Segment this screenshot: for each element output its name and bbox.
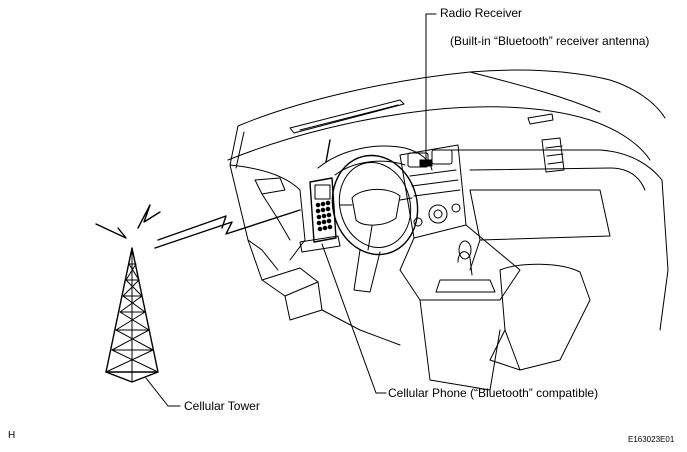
- radio-receiver-icon: [419, 159, 433, 167]
- corner-letter: H: [8, 430, 16, 441]
- cellular-tower-label: Cellular Tower: [184, 399, 260, 413]
- cellular-tower-leader: [145, 377, 181, 407]
- figure-code: E163023E01: [628, 435, 675, 444]
- steering-wheel-icon: [331, 154, 419, 293]
- cellular-phone-label: Cellular Phone (“Bluetooth” compatible): [388, 386, 599, 400]
- radio-receiver-note: (Built-in “Bluetooth” receiver antenna): [450, 34, 650, 48]
- dashboard-icon: [227, 69, 669, 391]
- radio-receiver-label: Radio Receiver: [440, 6, 523, 20]
- cellular-phone-leader: [321, 243, 387, 394]
- radio-receiver-leader: [425, 13, 437, 161]
- cellular-tower-icon: [105, 247, 159, 383]
- signal-bolt-icon: [95, 204, 301, 249]
- cellular-phone-icon: [299, 139, 341, 253]
